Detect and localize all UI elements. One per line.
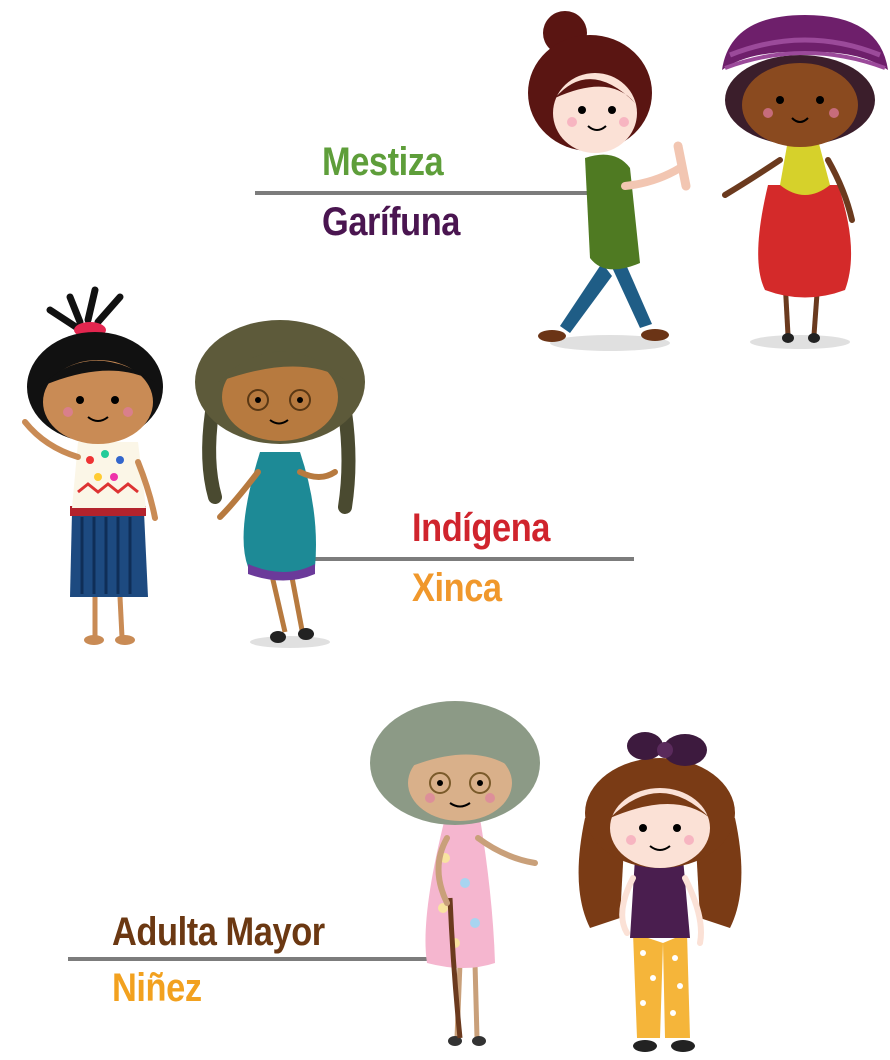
garifuna-girl-figure (722, 15, 888, 349)
divider-line-1 (255, 191, 605, 195)
label-adulta-mayor: Adulta Mayor (112, 910, 325, 954)
elderly-woman-figure (370, 701, 540, 1046)
divider-line-2 (300, 557, 634, 561)
label-mestiza: Mestiza (322, 140, 444, 184)
young-girl-figure (578, 732, 742, 1052)
label-xinca: Xinca (412, 566, 502, 610)
indigena-girl-figure (22, 286, 163, 645)
xinca-girl-figure (195, 320, 365, 648)
label-garifuna: Garífuna (322, 200, 461, 244)
label-indigena: Indígena (412, 506, 550, 550)
label-ninez: Niñez (112, 966, 202, 1010)
divider-line-3 (68, 957, 438, 961)
mestiza-girl-figure (528, 11, 691, 351)
